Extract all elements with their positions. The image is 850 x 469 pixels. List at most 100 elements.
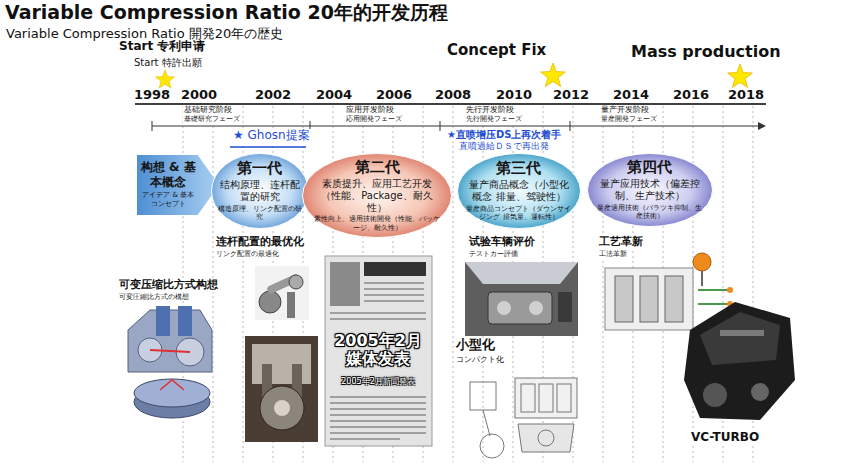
node-title: 构想 & 基本概念 — [140, 160, 196, 189]
newspaper-clipping-part-part — [364, 282, 424, 284]
test-car-photo-part — [497, 301, 511, 315]
milestone-star-part — [155, 70, 174, 88]
diagram-title: Variable Compression Ratio 20年的开发历程 — [5, 2, 448, 24]
node-title: 第四代 — [596, 158, 704, 176]
newspaper-clipping-part-part — [330, 312, 426, 314]
vc-turbo-engine-part — [751, 383, 769, 401]
compact-engine-drawing — [470, 378, 577, 458]
compact-engine-drawing-part — [480, 434, 504, 458]
node-text-block: 第一代结构原理、连杆配置的研究構造原理、リンク配置の研究 — [218, 159, 302, 223]
test-car-photo-part — [465, 262, 578, 336]
phase-label: 先行開発フェーズ — [465, 115, 523, 123]
newspaper-clipping-part — [325, 256, 432, 446]
generation-ellipse: 第三代量产商品概念（小型化概念 排量、驾驶性）量産商品コンセプト（ダウンサイジン… — [457, 153, 581, 229]
newspaper-clipping-part — [364, 262, 426, 276]
event-note: ★ Ghosn提案 — [232, 129, 311, 143]
concept-arrow: 构想 & 基本概念アイデア & 基本コンセプト — [137, 155, 219, 215]
process-innovation-drawing-part — [665, 276, 683, 322]
compact-engine-drawing-part — [539, 384, 553, 412]
vc-turbo-engine-part — [700, 312, 780, 365]
link-parts-photo-part — [289, 275, 303, 289]
phase-label: 先行开发阶段 — [465, 105, 515, 114]
engine-section-photo-part — [274, 400, 290, 416]
phase-bracket-part — [758, 122, 766, 130]
newspaper-clipping-part-part — [330, 318, 426, 320]
newspaper-clipping-part-part — [330, 420, 426, 422]
phase-bracket-part — [152, 121, 153, 131]
press-headline: 2005年2月 媒体发表 — [327, 332, 429, 369]
phase-label: 基础研究阶段 — [183, 105, 233, 114]
phase-label: 应用开发阶段 — [345, 105, 395, 114]
node-text: 素质提升、应用工艺开发（性能、Package、耐久性） — [313, 178, 442, 215]
node-title: 第二代 — [313, 158, 442, 176]
milestone-star — [155, 63, 752, 88]
year-tick-label: 2010 — [495, 88, 533, 103]
node-text-block: 第三代量产商品概念（小型化概念 排量、驾驶性）量産商品コンセプト（ダウンサイジン… — [466, 159, 573, 223]
milestone-star-part — [728, 64, 753, 88]
year-tick-label: 2000 — [180, 88, 218, 103]
node-title: 第一代 — [218, 159, 302, 177]
year-tick-label: 2004 — [315, 88, 353, 103]
milestone-label: Start 特許出願 — [133, 57, 203, 69]
arrow-shape — [137, 155, 219, 215]
milestone-label: Mass production — [630, 43, 782, 61]
generation-ellipse: 第四代量产应用技术（偏差控制、生产技术）量産適用技術（バラツキ抑制、生産技術） — [587, 153, 713, 227]
newspaper-clipping-part-part — [330, 414, 426, 416]
year-tick-label: 2018 — [727, 88, 765, 103]
newspaper-clipping — [325, 256, 432, 446]
milestone-label: Concept Fix — [446, 42, 547, 59]
node-text: 结构原理、连杆配置的研究 — [218, 179, 302, 203]
newspaper-clipping-part-part — [330, 426, 426, 428]
test-car-photo-part — [488, 292, 552, 324]
phase-bracket-part — [570, 121, 571, 131]
compact-engine-drawing-part — [521, 384, 535, 412]
newspaper-clipping-part-part — [364, 288, 424, 290]
compact-engine-drawing-part — [515, 378, 577, 418]
vc-turbo-engine — [684, 302, 795, 420]
product-name: VC-TURBO — [690, 431, 760, 445]
node-text-block: 第二代素质提升、应用工艺开发（性能、Package、耐久性）素性向上、適用技術開… — [313, 158, 442, 234]
newspaper-clipping-part-part — [364, 294, 424, 296]
generation-ellipse: 第二代素质提升、应用工艺开发（性能、Package、耐久性）素性向上、適用技術開… — [302, 153, 452, 238]
node-text: 構造原理、リンク配置の研究 — [218, 205, 302, 222]
picture-caption: リンク配置の最適化 — [215, 250, 280, 258]
newspaper-clipping-part-part — [330, 396, 426, 398]
phase-bracket-part — [152, 126, 760, 127]
vc-turbo-engine-part — [703, 383, 727, 407]
picture-caption: 工法革新 — [598, 250, 628, 258]
vc-turbo-engine-part — [720, 330, 764, 336]
node-text: 量産適用技術（バラツキ抑制、生産技術） — [596, 204, 704, 221]
phase-label: 量产开发阶段 — [600, 105, 650, 114]
phase-bracket-part — [440, 121, 441, 131]
link-parts-photo-part — [259, 291, 281, 313]
engine-section-photo-part — [245, 336, 318, 442]
ellipse-shape — [588, 154, 713, 227]
concept-engine-illustration — [128, 306, 212, 418]
node-text: 量产商品概念（小型化概念 排量、驾驶性） — [466, 179, 573, 203]
phase-label: 量産開発フェーズ — [600, 115, 658, 123]
ellipse-shape — [303, 154, 452, 238]
year-tick-label: 2008 — [434, 88, 472, 103]
newspaper-clipping-part-part — [330, 408, 426, 410]
compact-engine-drawing-part — [518, 424, 574, 452]
node-text-block: 第四代量产应用技术（偏差控制、生产技术）量産適用技術（バラツキ抑制、生産技術） — [596, 158, 704, 222]
picture-caption: 可变压缩比方式构想 — [118, 279, 219, 292]
year-tick-label: 2012 — [552, 88, 590, 103]
link-parts-photo-part — [287, 292, 295, 318]
process-innovation-drawing-part — [727, 287, 733, 293]
process-innovation-drawing-part — [698, 290, 728, 304]
ellipse-shape — [458, 154, 581, 229]
picture-caption: 试验车辆评价 — [468, 236, 536, 249]
picture-caption: コンパクト化 — [455, 355, 505, 364]
link-parts-photo-part — [255, 266, 309, 320]
engine-section-photo-part — [252, 344, 311, 384]
test-car-photo-part — [529, 301, 543, 315]
test-car-photo — [465, 262, 578, 336]
picture-caption: 可変圧縮比方式の構想 — [118, 293, 190, 301]
concept-engine-illustration-part — [178, 306, 192, 336]
grid-lines — [183, 106, 753, 462]
link-parts-photo — [255, 266, 309, 320]
newspaper-clipping-part-part — [364, 300, 424, 302]
picture-caption: 小型化 — [455, 338, 496, 353]
